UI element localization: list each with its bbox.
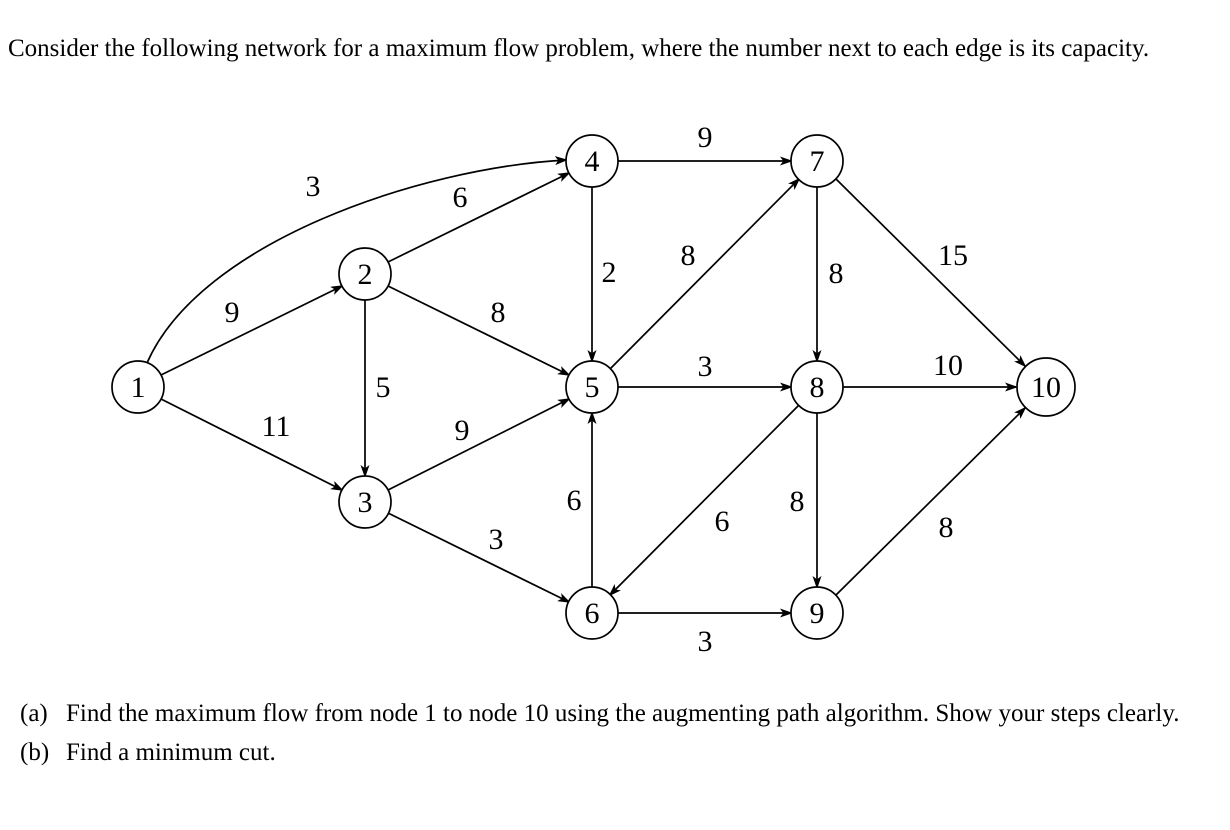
- edge-2-5-capacity: 8: [491, 296, 506, 329]
- node-5-circle: [565, 360, 619, 414]
- edge-1-4: [146, 156, 568, 364]
- question-b-text: Find a minimum cut.: [66, 739, 276, 766]
- node-10: 10: [1016, 357, 1076, 417]
- edge-8-6-capacity: 6: [715, 505, 730, 538]
- edge-6-5-capacity: 6: [567, 484, 582, 517]
- edge-9-10-capacity: 8: [939, 511, 954, 544]
- edge-1-2: [160, 285, 344, 376]
- nodes: 1 2 3 4 5 6 7 8: [111, 134, 1076, 640]
- edge-3-6-capacity: 3: [489, 523, 504, 556]
- edge-3-5: [387, 398, 571, 491]
- edges: [146, 156, 1027, 618]
- edge-3-5-capacity: 9: [455, 414, 470, 447]
- edge-2-5: [387, 285, 571, 376]
- edge-7-10-capacity: 15: [938, 239, 968, 272]
- edge-5-7: [609, 177, 801, 370]
- edge-6-9-capacity: 3: [698, 625, 713, 658]
- node-2-label: 2: [358, 258, 373, 291]
- node-7-circle: [790, 134, 844, 188]
- edge-2-4-capacity: 6: [453, 181, 468, 214]
- question-b: (b) Find a minimum cut.: [20, 734, 1195, 771]
- edge-1-3: [160, 398, 344, 491]
- node-4-label: 4: [585, 145, 600, 178]
- node-10-circle: [1016, 357, 1076, 417]
- node-3: 3: [338, 475, 392, 529]
- edge-2-4: [387, 172, 571, 263]
- edge-8-6: [608, 404, 800, 597]
- node-6: 6: [565, 586, 619, 640]
- questions-list: (a) Find the maximum flow from node 1 to…: [20, 695, 1195, 773]
- edge-9-10: [835, 406, 1027, 596]
- node-5-label: 5: [585, 371, 600, 404]
- edge-4-5-capacity: 2: [602, 256, 617, 289]
- edge-5-8-capacity: 3: [698, 350, 713, 383]
- edge-8-9-capacity: 8: [790, 485, 805, 518]
- question-a-text: Find the maximum flow from node 1 to nod…: [66, 700, 1180, 727]
- node-10-label: 10: [1031, 371, 1061, 404]
- node-4-circle: [565, 134, 619, 188]
- node-5: 5: [565, 360, 619, 414]
- node-2: 2: [338, 247, 392, 301]
- node-8-circle: [790, 360, 844, 414]
- edge-7-10: [835, 178, 1027, 368]
- question-a: (a) Find the maximum flow from node 1 to…: [20, 695, 1195, 732]
- node-6-label: 6: [585, 597, 600, 630]
- node-2-circle: [338, 247, 392, 301]
- edge-1-3-capacity: 11: [262, 410, 291, 443]
- edge-capacity-labels: 9 11 3 5 6 8 9 3 2 9 8 3 6 3 8 15 6 8 10…: [225, 121, 969, 658]
- node-9-circle: [790, 586, 844, 640]
- node-3-label: 3: [358, 486, 373, 519]
- node-9: 9: [790, 586, 844, 640]
- node-4: 4: [565, 134, 619, 188]
- edge-7-8-capacity: 8: [829, 257, 844, 290]
- node-1: 1: [111, 360, 165, 414]
- node-9-label: 9: [810, 597, 825, 630]
- node-7: 7: [790, 134, 844, 188]
- node-8-label: 8: [810, 371, 825, 404]
- edge-5-7-capacity: 8: [681, 239, 696, 272]
- problem-statement: Consider the following network for a max…: [8, 35, 1150, 62]
- edge-8-10-capacity: 10: [933, 349, 963, 382]
- node-8: 8: [790, 360, 844, 414]
- edge-4-7-capacity: 9: [698, 121, 713, 154]
- edge-2-3-capacity: 5: [376, 371, 391, 404]
- node-1-label: 1: [131, 371, 146, 404]
- node-7-label: 7: [810, 145, 825, 178]
- edge-3-6: [387, 512, 571, 603]
- edge-1-2-capacity: 9: [225, 296, 240, 329]
- node-6-circle: [565, 586, 619, 640]
- question-a-label: (a): [20, 700, 48, 727]
- node-1-circle: [111, 360, 165, 414]
- node-3-circle: [338, 475, 392, 529]
- edge-1-4-capacity: 3: [306, 170, 321, 203]
- question-b-label: (b): [20, 739, 50, 766]
